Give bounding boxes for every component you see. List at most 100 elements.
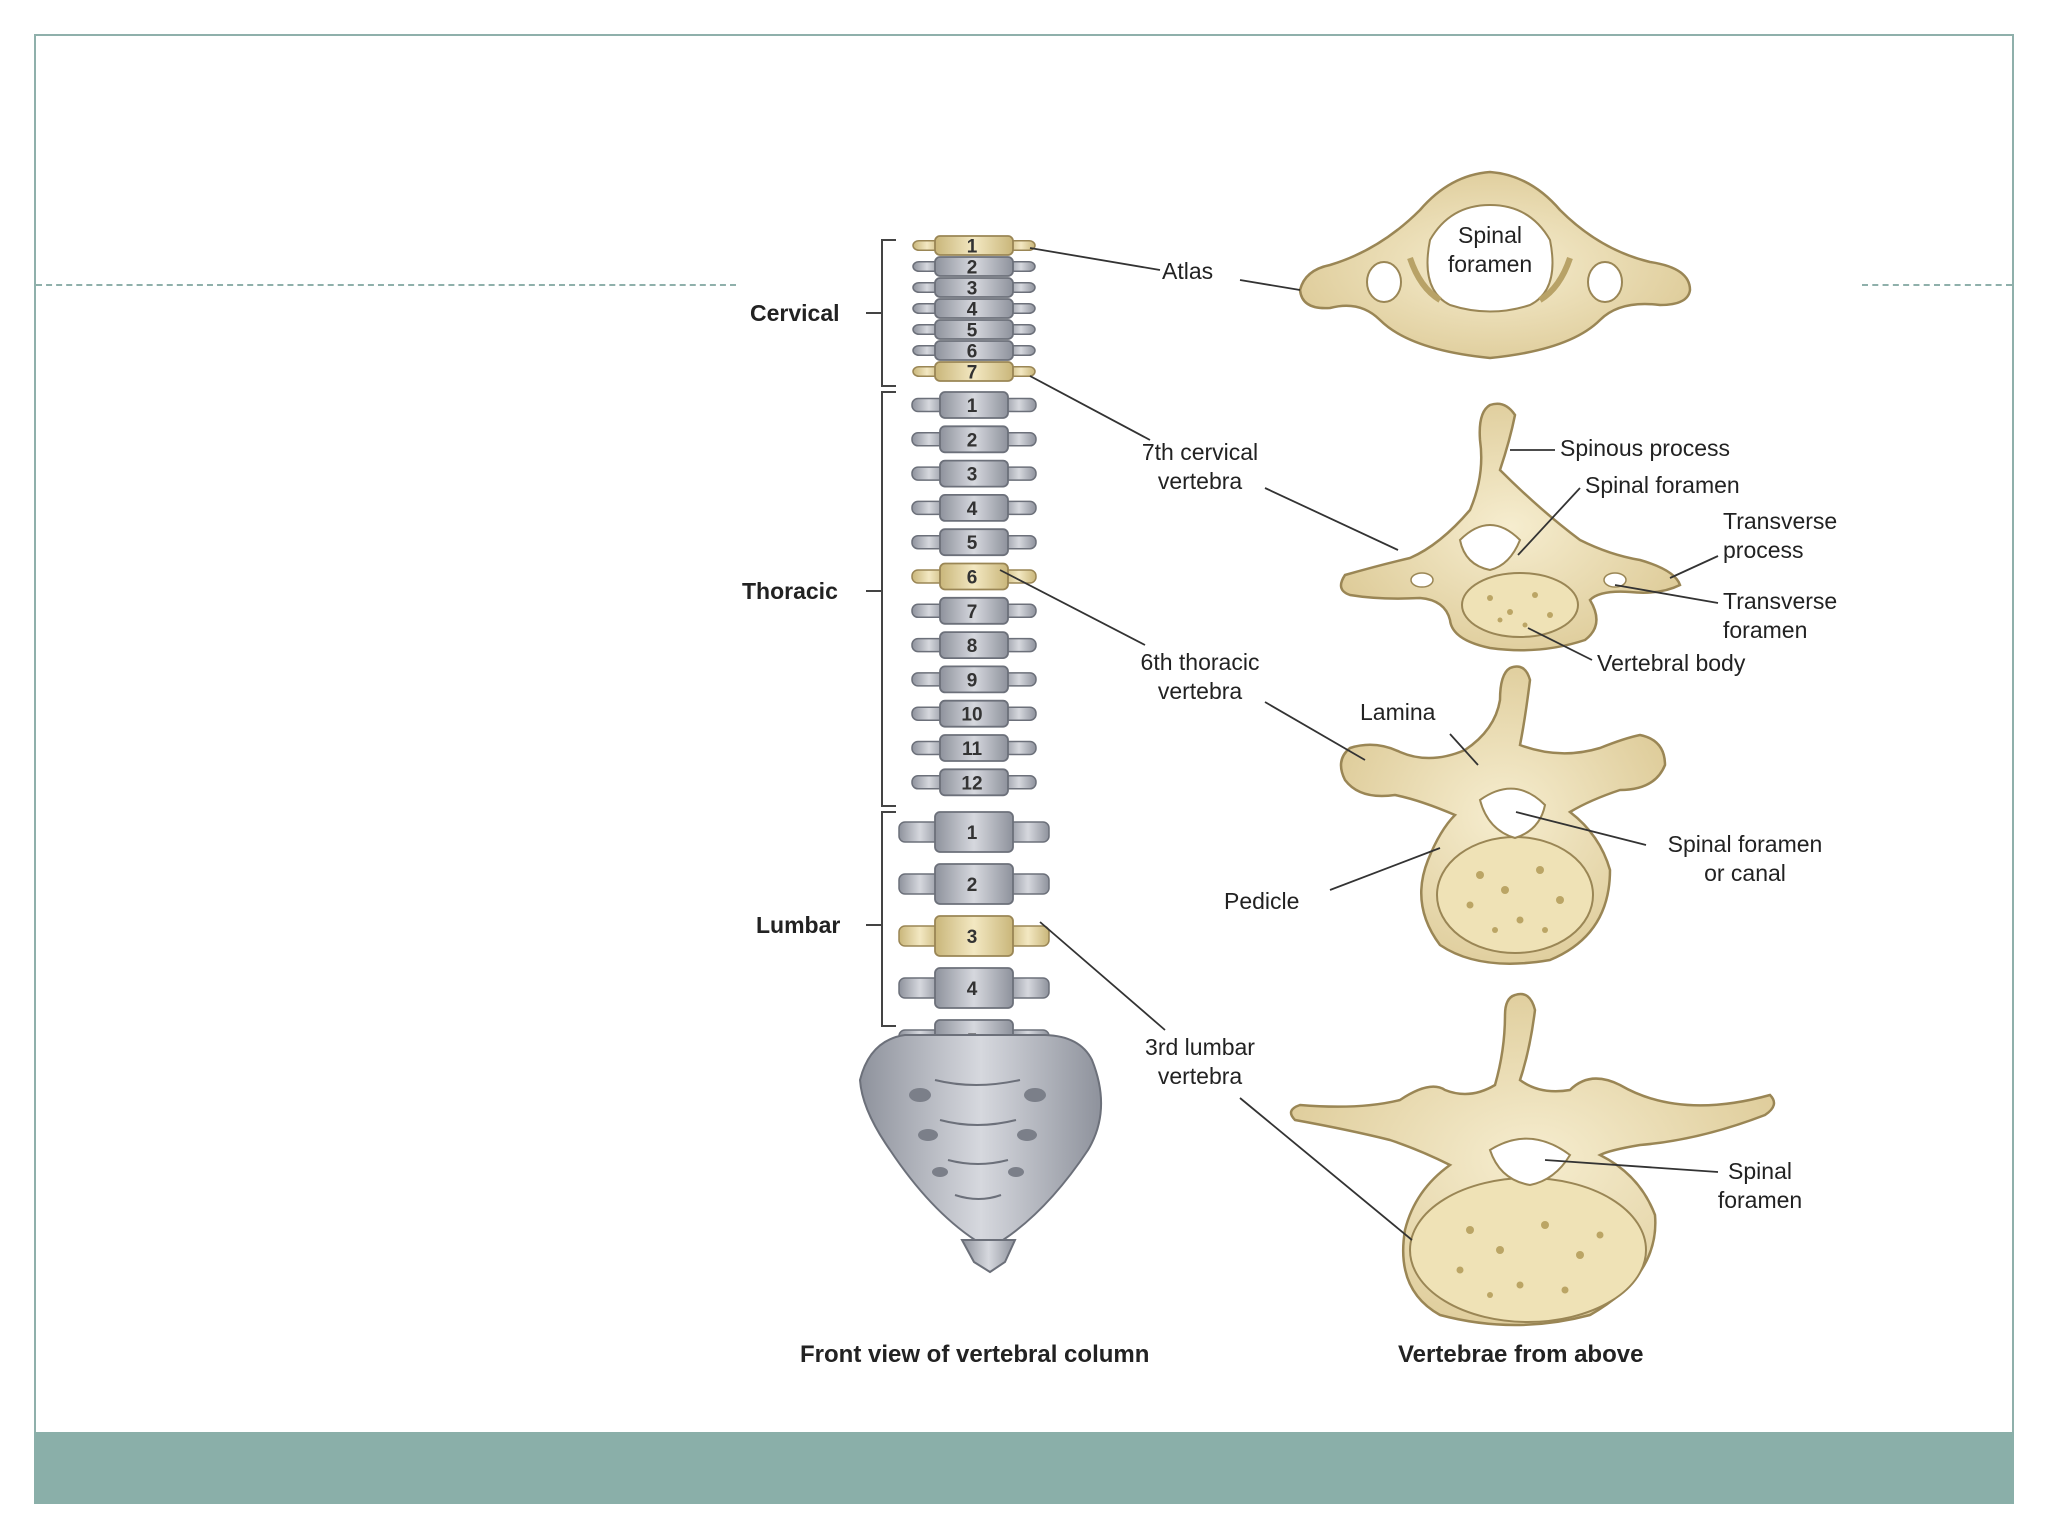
thoracic-vertebra-11: 11: [911, 734, 1037, 762]
vertebral-body-shape: [934, 361, 1014, 382]
vertebral-body-shape: [934, 863, 1014, 905]
caption-from-above: Vertebrae from above: [1398, 1341, 1644, 1368]
atlas-spinal-foramen-label: Spinal foramen: [1420, 221, 1560, 279]
thoracic-number-2: 2: [967, 430, 978, 451]
label-6th-thoracic: 6th thoracic vertebra: [1120, 648, 1280, 706]
thoracic-number-9: 9: [967, 670, 978, 691]
vertebral-body-shape: [934, 967, 1014, 1009]
thoracic-vertebra-5: 5: [911, 528, 1037, 557]
thoracic-number-6: 6: [967, 568, 978, 589]
atlas-foramen-line2: foramen: [1447, 251, 1533, 277]
thoracic-top-view: [1264, 665, 1667, 965]
label-transverse-foramen: Transverse foramen: [1723, 587, 1837, 645]
caption-front-view: Front view of vertebral column: [800, 1341, 1150, 1368]
lumbar-vertebra-4: 4: [898, 967, 1050, 1009]
cervical-number-4: 4: [967, 300, 978, 321]
thoracic-number-5: 5: [967, 533, 978, 554]
label-cervical-spinal-foramen: Spinal foramen: [1585, 472, 1740, 498]
label-transverse-process: Transverse process: [1723, 507, 1837, 565]
label-7th-cervical-line2: vertebra: [1157, 468, 1243, 494]
vertebral-body-shape: [939, 665, 1009, 694]
lumbar-vertebra-2: 2: [898, 863, 1050, 905]
column-callout-lines: [999, 247, 1166, 1031]
transverse-process-line1: Transverse: [1723, 508, 1838, 534]
label-6th-thoracic-line2: vertebra: [1157, 678, 1243, 704]
vertebral-body-shape: [939, 562, 1009, 591]
thoracic-number-4: 4: [967, 499, 978, 520]
sacrum: [858, 1034, 1102, 1274]
vertebral-body-shape: [939, 493, 1009, 522]
lumbar-number-1: 1: [967, 823, 978, 844]
vertebral-body-shape: [939, 425, 1009, 454]
title-divider-left: [36, 284, 736, 286]
thoracic-vertebra-9: 9: [911, 665, 1037, 694]
lumbar-number-2: 2: [967, 875, 978, 896]
vertebral-body-shape: [934, 298, 1014, 319]
vertebral-body-shape: [934, 811, 1014, 853]
label-3rd-lumbar: 3rd lumbar vertebra: [1120, 1033, 1280, 1091]
thoracic-foramen-line2: or canal: [1704, 860, 1786, 886]
thoracic-vertebra-7: 7: [911, 596, 1037, 625]
thoracic-number-1: 1: [967, 396, 978, 417]
cervical-number-5: 5: [967, 321, 978, 342]
atlas-top-view: [1239, 170, 1692, 360]
vertebral-body-shape: [939, 699, 1009, 728]
vertebral-body-shape: [934, 340, 1014, 361]
vertebral-body-shape: [934, 235, 1014, 256]
region-brackets: [866, 239, 896, 1027]
thoracic-vertebra-4: 4: [911, 493, 1037, 522]
lumbar-bracket: [881, 811, 896, 1027]
thoracic-number-11: 11: [962, 739, 983, 760]
cervical-vertebra-5: 5: [912, 319, 1036, 342]
cervical-top-view: [1264, 402, 1719, 661]
vertebral-body-shape: [939, 391, 1009, 419]
lumbar-number-3: 3: [967, 927, 978, 948]
label-atlas: Atlas: [1162, 258, 1214, 284]
cervical-number-2: 2: [967, 258, 978, 279]
vertebral-body-shape: [934, 256, 1014, 277]
atlas-foramen-line1: Spinal: [1458, 222, 1522, 248]
thoracic-number-10: 10: [961, 705, 982, 726]
title-divider-right: [1862, 284, 2012, 286]
label-lamina: Lamina: [1360, 699, 1436, 725]
label-3rd-lumbar-line2: vertebra: [1157, 1063, 1243, 1089]
transverse-foramen-line1: Transverse: [1723, 588, 1838, 614]
vertebral-body-shape: [939, 528, 1009, 557]
vertebral-body-shape: [934, 319, 1014, 340]
thoracic-foramen-line1: Spinal foramen: [1667, 831, 1823, 857]
label-7th-cervical-line1: 7th cervical: [1141, 439, 1259, 465]
thoracic-vertebra-3: 3: [911, 459, 1037, 488]
thoracic-number-3: 3: [967, 465, 978, 486]
label-7th-cervical: 7th cervical vertebra: [1120, 438, 1280, 496]
lumbar-foramen-line1: Spinal: [1728, 1158, 1792, 1184]
vertebral-column: 123456712345678910111212345: [898, 235, 1050, 1061]
cervical-vertebra-1: 1: [912, 235, 1036, 258]
label-pedicle: Pedicle: [1224, 888, 1300, 914]
transverse-process-line2: process: [1723, 537, 1804, 563]
vertebral-body-shape: [939, 459, 1009, 488]
label-lumbar-spinal-foramen: Spinal foramen: [1700, 1157, 1820, 1215]
coccyx: [960, 1239, 1017, 1274]
vertebral-body-shape: [934, 915, 1014, 957]
cervical-vertebra-3: 3: [912, 277, 1036, 300]
label-vertebral-body: Vertebral body: [1597, 650, 1746, 676]
thoracic-number-7: 7: [967, 602, 978, 623]
lumbar-foramen-line2: foramen: [1717, 1187, 1803, 1213]
thoracic-vertebra-10: 10: [911, 699, 1037, 728]
thoracic-number-12: 12: [961, 773, 982, 794]
vertebral-body-shape: [939, 734, 1009, 762]
cervical-vertebra-7: 7: [912, 361, 1036, 384]
vertebral-body-shape: [939, 768, 1009, 797]
thoracic-vertebra-1: 1: [911, 391, 1037, 419]
thoracic-vertebra-6: 6: [911, 562, 1037, 591]
vertebral-body-shape: [939, 631, 1009, 659]
lumbar-number-4: 4: [967, 979, 978, 1000]
footer-band: [34, 1432, 2014, 1504]
cervical-number-1: 1: [967, 237, 978, 258]
label-6th-thoracic-line1: 6th thoracic: [1140, 649, 1260, 675]
lumbar-vertebra-3: 3: [898, 915, 1050, 957]
label-spinous-process: Spinous process: [1560, 435, 1731, 461]
cervical-number-3: 3: [967, 279, 978, 300]
thoracic-vertebra-2: 2: [911, 425, 1037, 454]
